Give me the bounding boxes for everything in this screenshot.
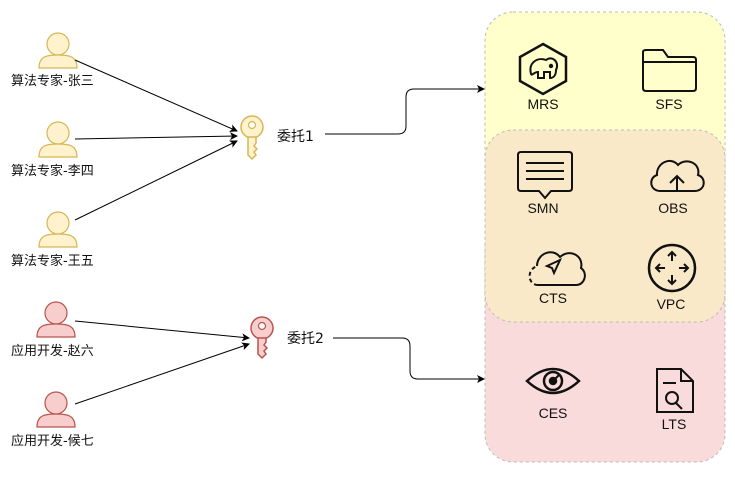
- edge-user2-key1: [74, 132, 238, 141]
- user-label-3: 算法专家-王五: [11, 254, 94, 269]
- cloud-upload-icon: [650, 160, 705, 192]
- folder-icon: [642, 49, 697, 92]
- edge-user5-key2: [74, 342, 250, 405]
- edge-key2-group: [333, 337, 485, 383]
- user-icon-4: [36, 301, 76, 338]
- service-label-mrs: MRS: [527, 96, 559, 112]
- key-label-1: 委托1: [277, 129, 314, 145]
- user-icon-2: [38, 121, 78, 158]
- key-label-2: 委托2: [287, 331, 324, 347]
- service-label-ces: CES: [538, 405, 568, 421]
- eye-icon: [525, 367, 581, 395]
- service-label-cts: CTS: [539, 290, 567, 306]
- service-label-smn: SMN: [527, 200, 559, 216]
- router-icon: [647, 243, 697, 293]
- user-icon-5: [36, 391, 76, 428]
- key-icon-2: [250, 316, 274, 360]
- user-label-1: 算法专家-张三: [11, 74, 94, 89]
- edge-key1-group: [325, 85, 485, 135]
- cloud-trace-icon: [528, 251, 586, 286]
- user-label-5: 应用开发-候七: [11, 434, 94, 449]
- service-label-obs: OBS: [658, 200, 688, 216]
- user-label-2: 算法专家-李四: [11, 164, 94, 179]
- user-label-4: 应用开发-赵六: [11, 344, 94, 359]
- log-search-icon: [656, 368, 694, 413]
- user-icon-3: [38, 211, 78, 248]
- service-label-sfs: SFS: [655, 96, 683, 112]
- key-icon-1: [240, 115, 264, 161]
- message-icon: [517, 151, 573, 200]
- mrs-elephant-icon: [518, 42, 568, 96]
- edge-user3-key1: [74, 140, 238, 221]
- edge-user4-key2: [74, 320, 250, 342]
- service-label-vpc: VPC: [656, 296, 686, 312]
- user-icon-1: [38, 32, 78, 69]
- service-label-lts: LTS: [661, 416, 687, 432]
- edge-user1-key1: [74, 59, 238, 132]
